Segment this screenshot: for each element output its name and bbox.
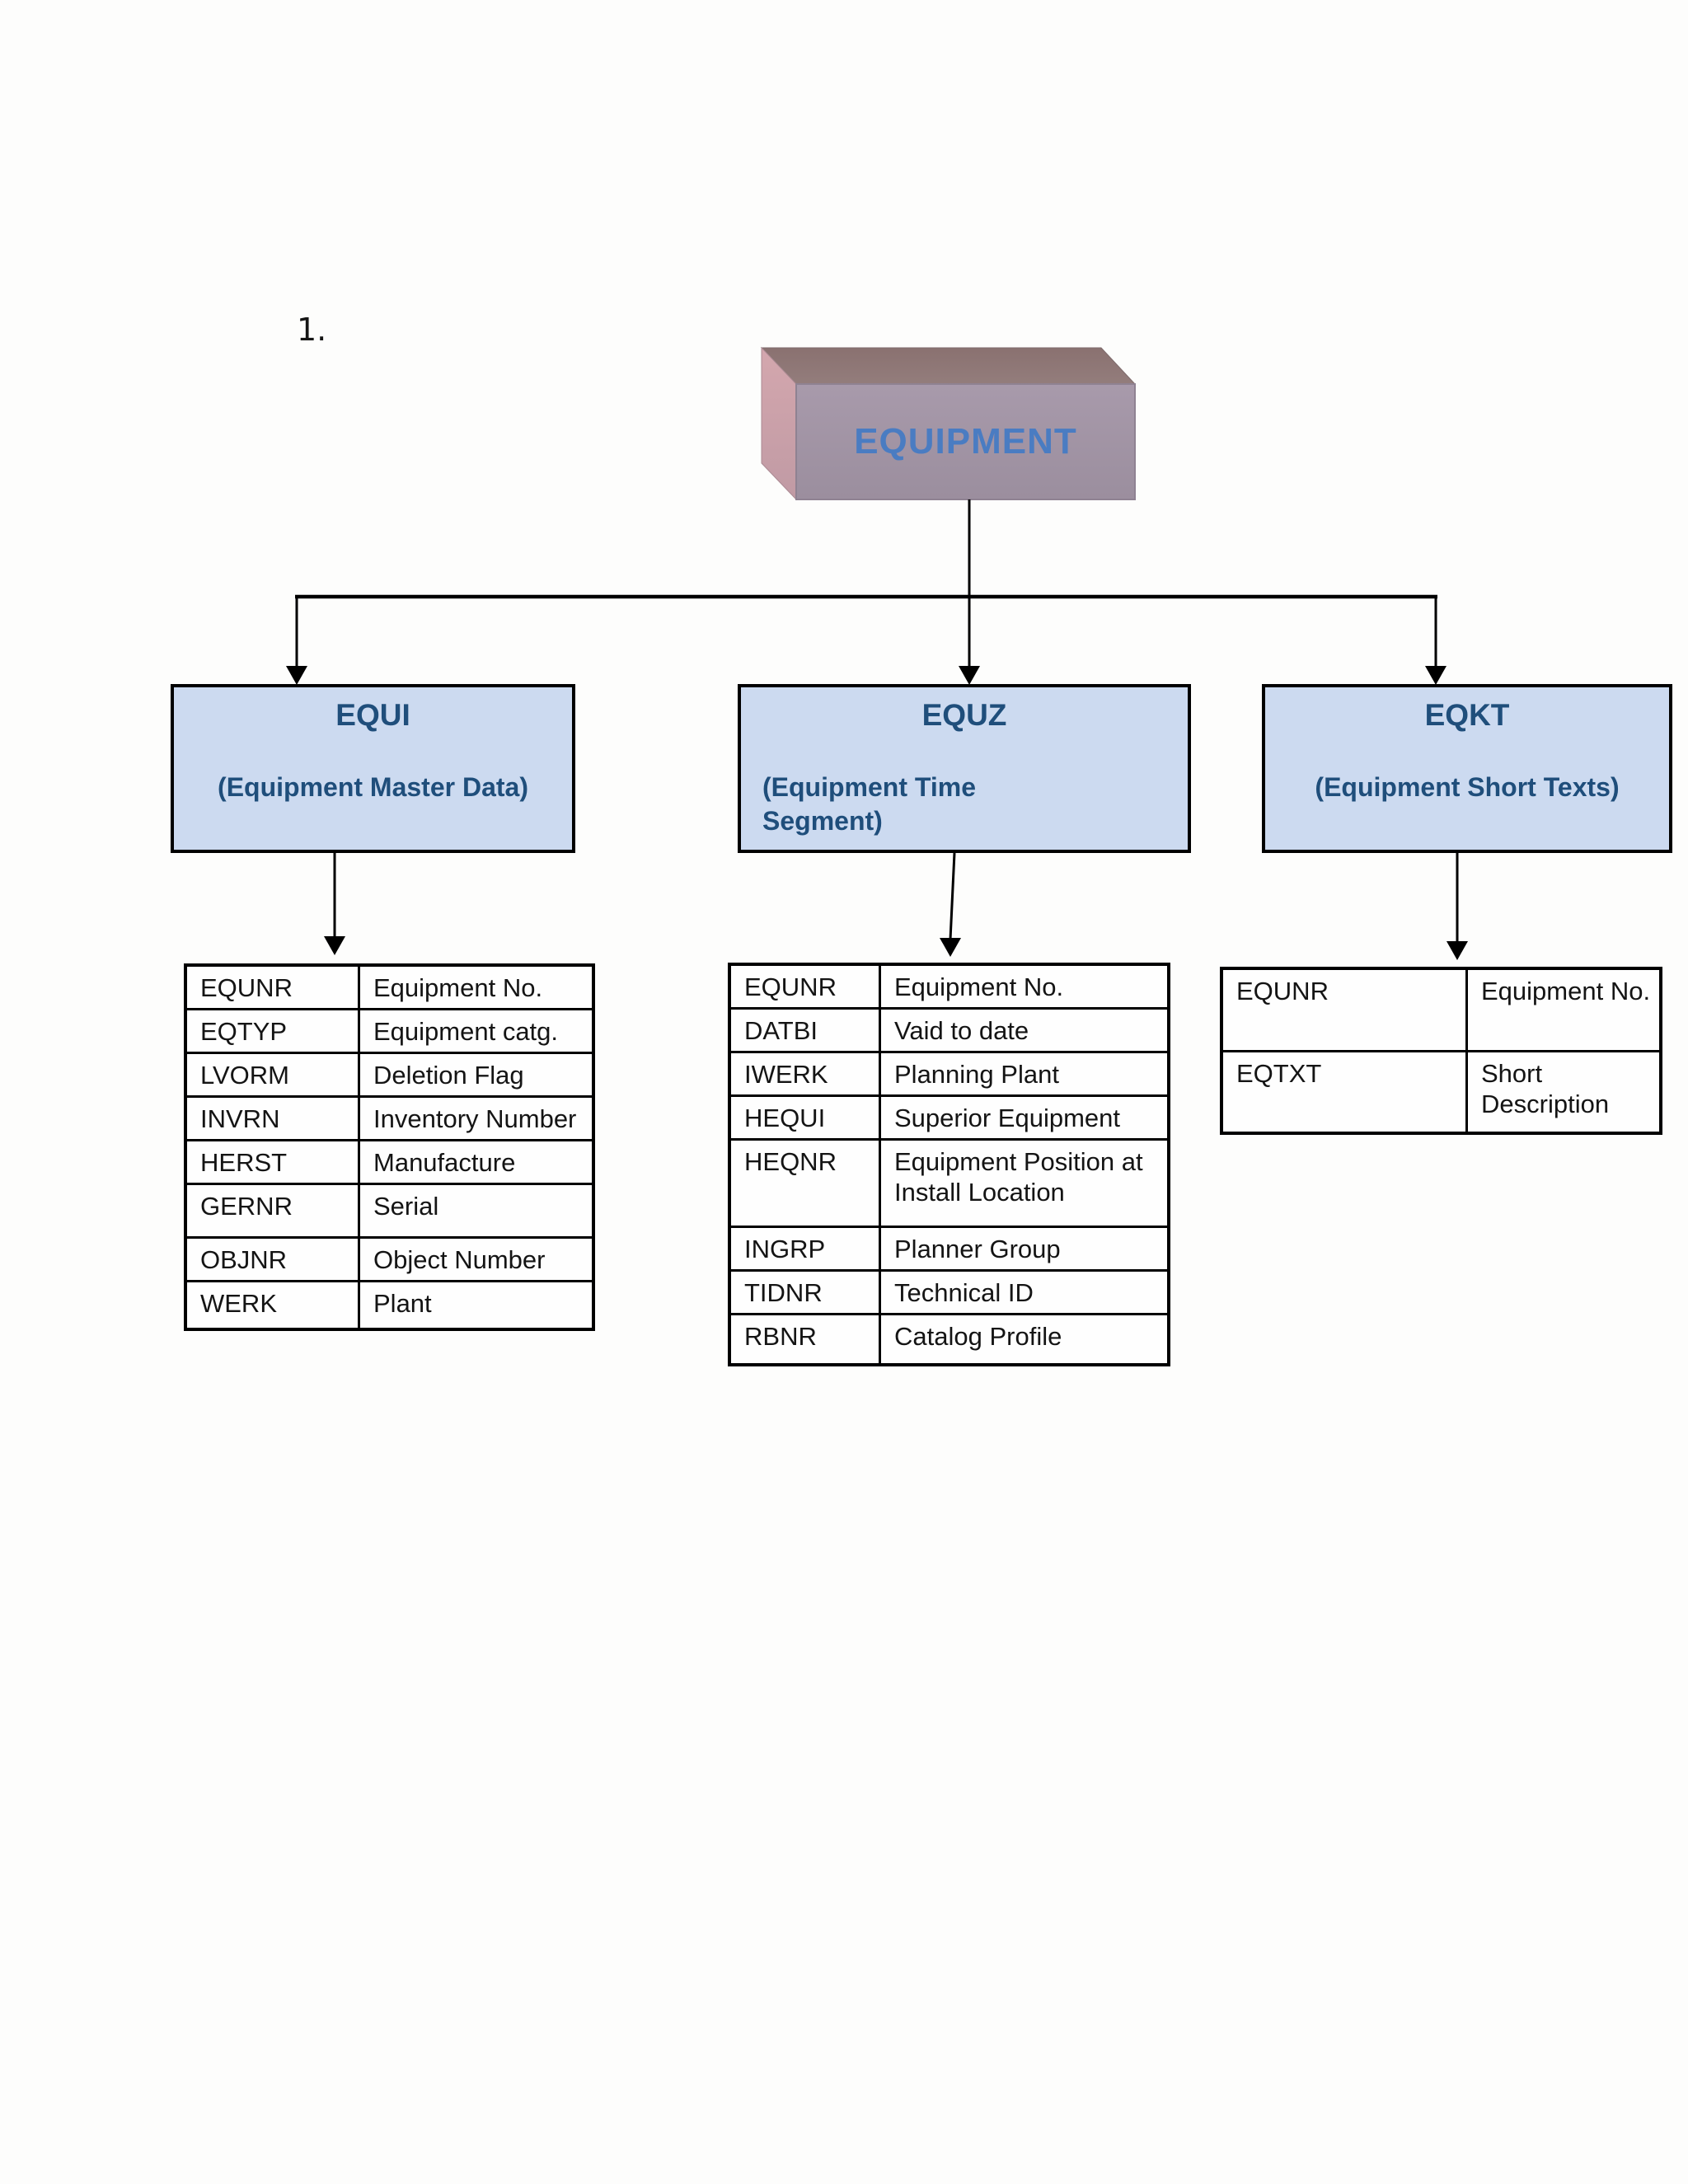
node-subtitle: (Equipment Master Data) bbox=[218, 771, 528, 802]
field-desc-cell: Technical ID bbox=[879, 1268, 1170, 1315]
node-title: EQUZ bbox=[921, 698, 1007, 732]
field-code-cell: TIDNR bbox=[728, 1268, 881, 1315]
node-box-equz: EQUZ (Equipment Time Segment) bbox=[738, 684, 1191, 853]
field-desc-cell: Manufacture bbox=[358, 1138, 595, 1185]
node-title: EQKT bbox=[1424, 698, 1510, 732]
field-desc-cell: Object Number bbox=[358, 1235, 595, 1282]
field-desc-cell: Planner Group bbox=[879, 1225, 1170, 1272]
field-code-cell: WERK bbox=[184, 1279, 360, 1331]
node-subtitle: (Equipment Short Texts) bbox=[1315, 771, 1620, 802]
field-code-cell: EQUNR bbox=[1220, 967, 1468, 1052]
node-box-equi: EQUI (Equipment Master Data) bbox=[171, 684, 575, 853]
cube-top-face bbox=[760, 347, 1137, 385]
field-desc-cell: Catalog Profile bbox=[879, 1312, 1170, 1366]
field-desc-cell: Deletion Flag bbox=[358, 1051, 595, 1098]
root-node-label: EQUIPMENT bbox=[854, 421, 1077, 462]
field-desc-cell: Superior Equipment bbox=[879, 1094, 1170, 1141]
field-desc-cell: Equipment No. bbox=[879, 963, 1170, 1010]
field-desc-cell: Planning Plant bbox=[879, 1050, 1170, 1097]
field-code-cell: IWERK bbox=[728, 1050, 881, 1097]
field-desc-cell: Short Description bbox=[1465, 1049, 1662, 1135]
field-desc-cell: Equipment No. bbox=[1465, 967, 1662, 1052]
field-desc-cell: Serial bbox=[358, 1182, 595, 1239]
field-desc-cell: Plant bbox=[358, 1279, 595, 1331]
field-code-cell: EQUNR bbox=[728, 963, 881, 1010]
field-desc-cell: Equipment No. bbox=[358, 963, 595, 1010]
field-desc-cell: Equipment catg. bbox=[358, 1007, 595, 1054]
node-subtitle: (Equipment Time Segment) bbox=[762, 771, 976, 837]
cube-front-face bbox=[795, 383, 1136, 500]
node-box-eqkt: EQKT (Equipment Short Texts) bbox=[1262, 684, 1672, 853]
field-desc-cell: Inventory Number bbox=[358, 1094, 595, 1141]
field-code-cell: LVORM bbox=[184, 1051, 360, 1098]
field-code-cell: EQTYP bbox=[184, 1007, 360, 1054]
field-code-cell: INGRP bbox=[728, 1225, 881, 1272]
field-code-cell: HEQNR bbox=[728, 1137, 881, 1228]
field-code-cell: EQTXT bbox=[1220, 1049, 1468, 1135]
node-title: EQUI bbox=[335, 698, 410, 732]
field-code-cell: INVRN bbox=[184, 1094, 360, 1141]
field-code-cell: DATBI bbox=[728, 1006, 881, 1053]
field-code-cell: HEQUI bbox=[728, 1094, 881, 1141]
field-code-cell: OBJNR bbox=[184, 1235, 360, 1282]
field-code-cell: HERST bbox=[184, 1138, 360, 1185]
field-desc-cell: Equipment Position at Install Location bbox=[879, 1137, 1170, 1228]
page-number-label: 1. bbox=[297, 312, 327, 348]
field-desc-cell: Vaid to date bbox=[879, 1006, 1170, 1053]
field-code-cell: RBNR bbox=[728, 1312, 881, 1366]
field-code-cell: EQUNR bbox=[184, 963, 360, 1010]
field-code-cell: GERNR bbox=[184, 1182, 360, 1239]
